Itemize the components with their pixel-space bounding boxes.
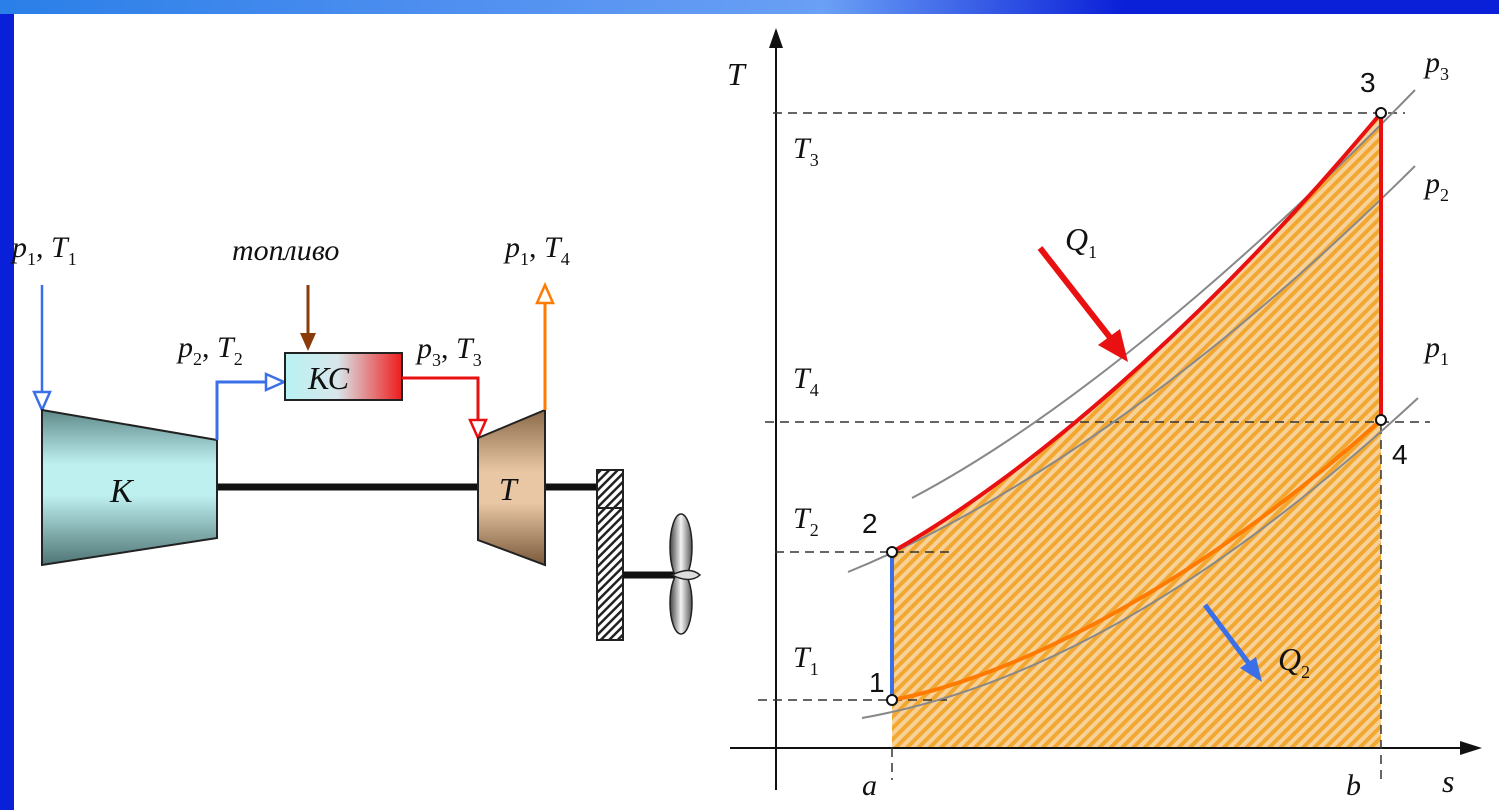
t1-label: T1 <box>793 641 819 679</box>
slide-top-bar <box>0 0 1499 14</box>
ts-diagram: T s T3 T4 T2 T1 p3 p2 p1 Q1 Q2 1 2 3 4 a… <box>727 28 1482 802</box>
q2-label: Q2 <box>1278 641 1310 682</box>
p2-label: p2 <box>1423 167 1449 205</box>
compressor-label: К <box>109 473 135 510</box>
q1-arrow-line <box>1037 246 1115 342</box>
q1-arrow-head <box>1098 329 1128 362</box>
y-axis-arrow <box>769 28 783 48</box>
isobar-p2 <box>847 165 1416 573</box>
t4-label: T4 <box>793 362 819 400</box>
isobar-p1 <box>861 397 1419 719</box>
y-axis-label: T <box>727 56 747 92</box>
x-axis-label: s <box>1442 763 1454 799</box>
point-2-label: 2 <box>862 508 878 539</box>
t3-label: T3 <box>793 132 819 170</box>
point-4-label: 4 <box>1392 439 1408 470</box>
p3-label: p3 <box>1423 46 1449 84</box>
x-axis-arrow <box>1460 741 1482 755</box>
propeller-blade-bottom <box>669 571 693 635</box>
fuel-arrow-head <box>300 333 316 351</box>
combustor-outlet-line <box>402 376 480 422</box>
process-4-1 <box>891 418 1383 702</box>
combustion-chamber <box>284 352 403 401</box>
turbine <box>477 408 546 567</box>
combustor-label: КС <box>307 360 350 396</box>
inlet-arrow-head <box>32 390 52 414</box>
a-label: a <box>862 769 877 802</box>
b-label: b <box>1346 769 1361 802</box>
point-4 <box>1375 414 1387 426</box>
compressor-outlet-line <box>215 380 268 440</box>
process-2-3 <box>891 111 1383 554</box>
isobar-p3 <box>911 89 1416 499</box>
exhaust-arrow-head <box>535 281 555 305</box>
isobars <box>847 89 1419 719</box>
gearbox <box>596 469 624 641</box>
exhaust-label: p1, T4 <box>503 231 570 269</box>
point-3 <box>1375 107 1387 119</box>
engine-scheme: p1, T1 топливо p2, T2 КС p3, T3 p1, T4 К… <box>10 231 702 641</box>
point-1-label: 1 <box>869 667 885 698</box>
compressor-outlet-arrowhead <box>264 372 288 392</box>
turbine-label: Т <box>499 471 519 507</box>
point-1 <box>886 694 898 706</box>
point-3-label: 3 <box>1360 67 1376 98</box>
q1-label: Q1 <box>1065 221 1097 262</box>
t2-label: T2 <box>793 502 819 540</box>
q2-area <box>892 420 1381 748</box>
combustor-outlet-arrowhead <box>468 418 488 442</box>
guide-lines <box>758 112 1430 780</box>
p1-label: p1 <box>1423 331 1449 369</box>
state-points <box>886 107 1387 706</box>
q2-arrow-line <box>1203 603 1252 667</box>
fuel-label: топливо <box>232 234 339 267</box>
propeller-hub <box>670 569 702 581</box>
q2-arrow-head <box>1240 657 1262 682</box>
inlet-label: p1, T1 <box>10 231 77 269</box>
turbine-inlet-label: p3, T3 <box>415 332 482 370</box>
compressor-outlet-label: p2, T2 <box>176 331 243 369</box>
compressor <box>41 408 218 567</box>
point-2 <box>886 546 898 558</box>
